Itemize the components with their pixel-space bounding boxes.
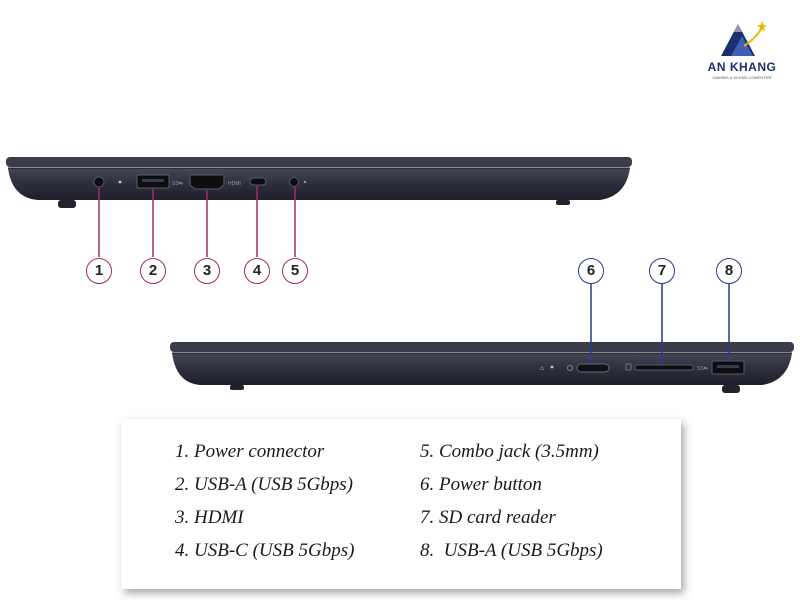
- sd-card-reader-slot: [634, 364, 694, 371]
- legend-item-5: 5. Combo jack (3.5mm): [420, 441, 599, 462]
- legend-item-4: 4. USB-C (USB 5Gbps): [175, 540, 355, 561]
- callout-8: 8: [716, 258, 742, 284]
- laptop-left-side: SS⇆ HDMI: [6, 157, 632, 208]
- legend-item-2: 2. USB-A (USB 5Gbps): [175, 474, 354, 495]
- laptop-right-side: ⌂ SS⇆: [170, 342, 794, 393]
- hdmi-port: [189, 174, 225, 190]
- power-connector-port: [93, 176, 105, 188]
- legend-item-3: 3. HDMI: [175, 507, 244, 528]
- legend-item-6: 6. Power button: [420, 474, 542, 495]
- usb-c-port: [249, 177, 267, 186]
- callout-7: 7: [649, 258, 675, 284]
- power-led: [118, 180, 122, 184]
- hdmi-label: HDMI: [228, 181, 241, 187]
- foot-left-rear: [556, 200, 570, 205]
- brand-name: AN KHANG: [707, 60, 777, 74]
- lid-edge-left: [6, 157, 632, 167]
- foot-right-rear: [230, 385, 244, 390]
- power-button: [576, 363, 610, 373]
- callout-5: 5: [282, 258, 308, 284]
- brand-tagline: GAMING & HI-END COMPUTER: [712, 75, 772, 80]
- usb-a-ss-label: SS⇆: [172, 181, 183, 187]
- callout-6: 6: [578, 258, 604, 284]
- callout-4: 4: [244, 258, 270, 284]
- legend-item-1: 1. Power connector: [175, 441, 325, 462]
- legend-item-8: 8. USB-A (USB 5Gbps): [420, 540, 603, 561]
- callout-3: 3: [194, 258, 220, 284]
- combo-jack-port: [289, 177, 299, 187]
- port-legend: 1. Power connector 2. USB-A (USB 5Gbps) …: [121, 419, 681, 589]
- base-right: [172, 353, 792, 385]
- foot-left-front: [58, 200, 76, 208]
- foot-right-front: [722, 385, 740, 393]
- callout-1: 1: [86, 258, 112, 284]
- svg-text:⌂: ⌂: [540, 365, 544, 372]
- brand-mountain-icon: [721, 21, 766, 56]
- legend-item-7: 7. SD card reader: [420, 507, 556, 528]
- brand-logo: AN KHANG GAMING & HI-END COMPUTER: [700, 20, 784, 90]
- usb-a-ss-label-right: SS⇆: [697, 366, 708, 372]
- leader-lines: [98, 186, 730, 365]
- callout-2: 2: [140, 258, 166, 284]
- star-icon: [757, 21, 766, 31]
- lid-edge-right: [170, 342, 794, 352]
